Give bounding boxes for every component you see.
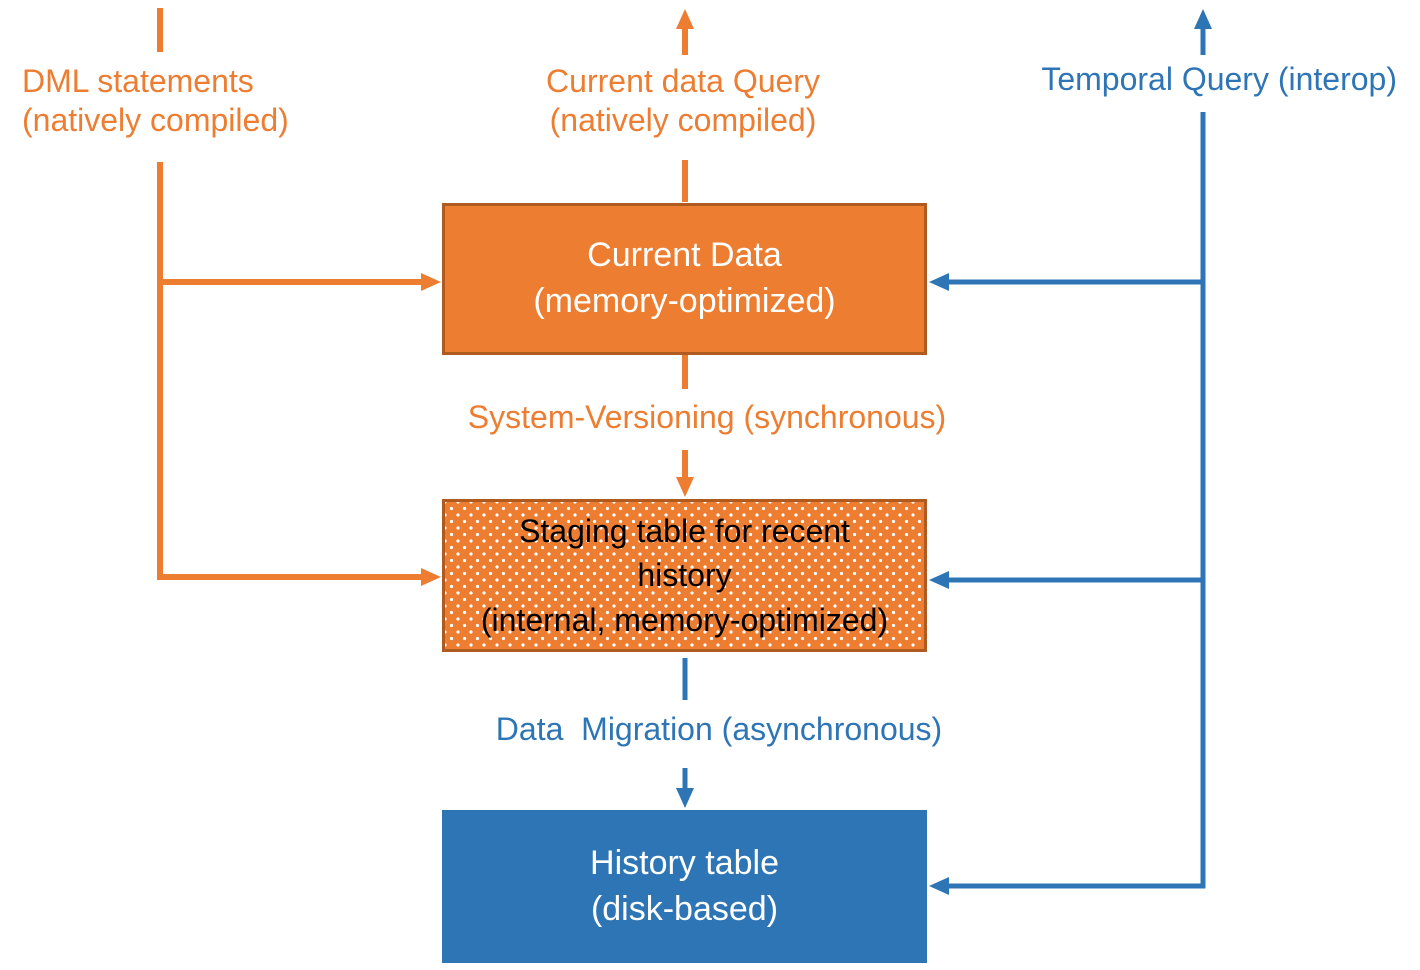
history-table-box-line1: History table bbox=[590, 843, 779, 882]
label-current-data-query-line2: (natively compiled) bbox=[549, 102, 817, 139]
history-table-box-line2: (disk-based) bbox=[590, 889, 779, 928]
dml-line-to-staging-arrow bbox=[157, 162, 441, 586]
current-data-box-line1: Current Data bbox=[587, 236, 782, 275]
label-current-data-query-line1: Current data Query bbox=[546, 63, 820, 99]
label-system-versioning: System-Versioning (synchronous) bbox=[467, 399, 947, 435]
staging-table-box: Staging table for recent history (intern… bbox=[442, 499, 927, 652]
history-table-box: History table (disk-based) bbox=[442, 810, 927, 963]
label-data-migration: Data Migration (asynchronous) bbox=[495, 711, 943, 747]
staging-table-box-line2: history bbox=[637, 557, 732, 594]
label-current-data-query: Current data Query (natively compiled) bbox=[546, 62, 820, 140]
staging-table-box-line3: (internal, memory-optimized) bbox=[480, 601, 889, 638]
label-temporal-query: Temporal Query (interop) bbox=[1041, 61, 1397, 97]
current-data-box-line2: (memory-optimized) bbox=[533, 282, 836, 320]
label-dml-statements-line1: DML statements bbox=[22, 63, 254, 99]
staging-table-box-line1: Staging table for recent bbox=[519, 513, 850, 550]
current-data-box: Current Data (memory-optimized) bbox=[442, 203, 927, 355]
label-dml-statements: DML statements (natively compiled) bbox=[22, 62, 289, 140]
label-dml-statements-line2: (natively compiled) bbox=[22, 102, 289, 139]
temporal-query-line-to-history-arrow bbox=[929, 112, 1206, 895]
